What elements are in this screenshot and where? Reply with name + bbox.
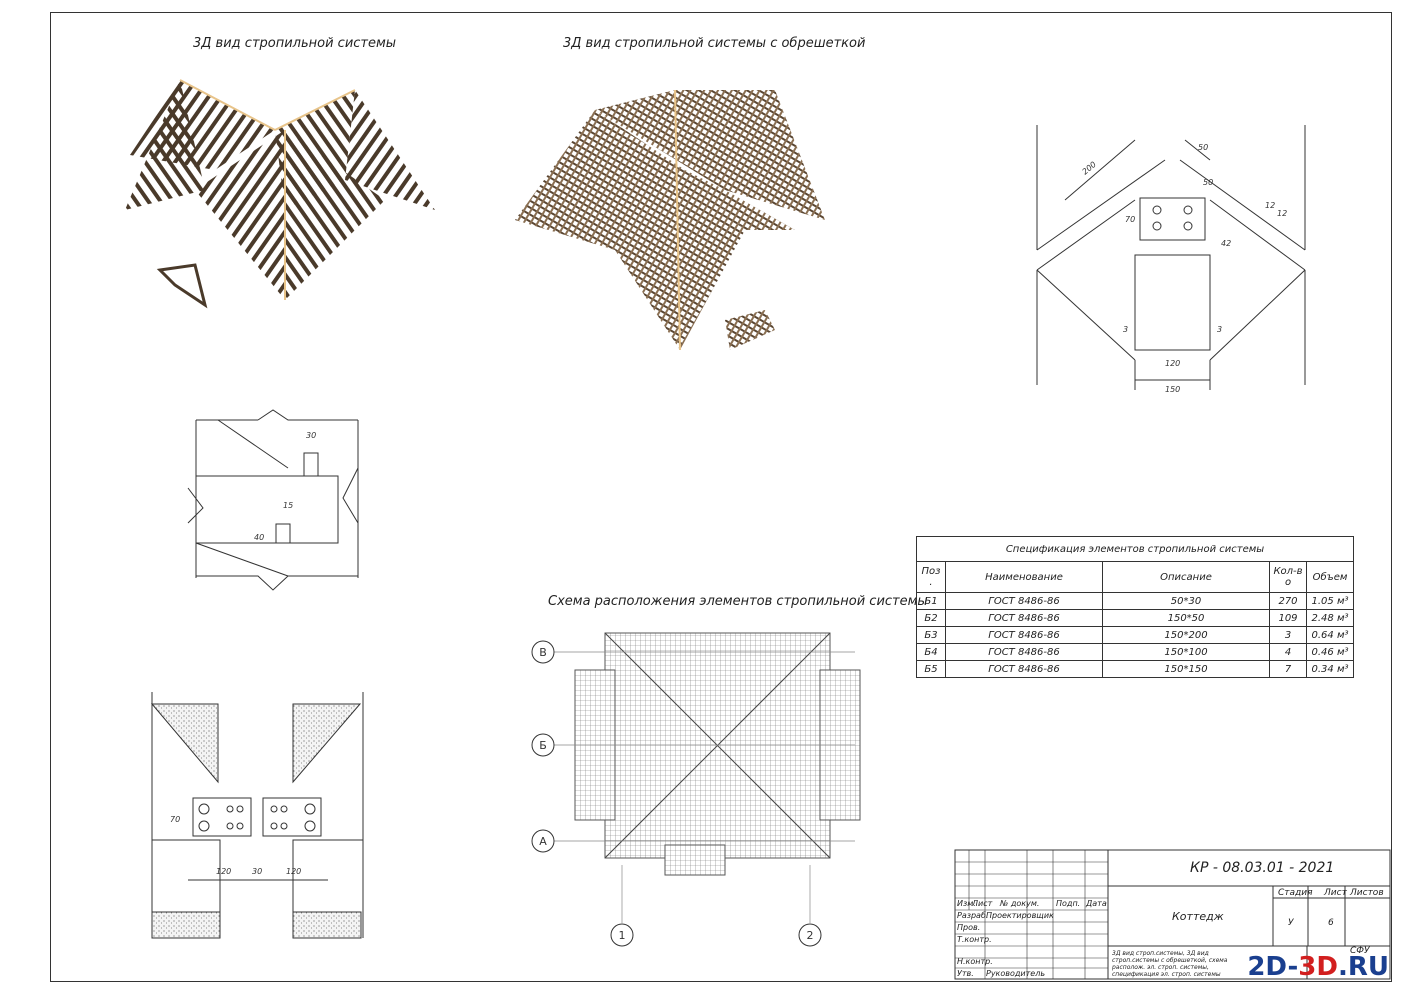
watermark-logo: 2D-3D.RU — [1247, 952, 1389, 982]
dim-50a: 50 — [1198, 143, 1208, 152]
cell-name: ГОСТ 8486-86 — [945, 626, 1103, 644]
spec-header-desc: Описание — [1102, 561, 1270, 593]
layout-scheme: В Б А 1 2 — [531, 632, 861, 947]
stamp-developer: Проектировщик — [986, 911, 1054, 920]
cell-vol: 1.05 м³ — [1306, 592, 1354, 610]
cell-qty: 7 — [1269, 660, 1307, 678]
cell-qty: 270 — [1269, 592, 1307, 610]
dim-120: 120 — [1165, 359, 1180, 368]
dim-42: 42 — [1221, 239, 1231, 248]
cell-desc: 150*100 — [1102, 643, 1270, 661]
dim-3a: 3 — [1123, 325, 1128, 334]
dim-70: 70 — [1125, 215, 1135, 224]
stamp-org: СФУ — [1350, 946, 1370, 956]
table-row: Б3 ГОСТ 8486-86 150*200 3 0.64 м³ — [916, 626, 1354, 644]
rafters-lath-3d-title: 3Д вид стропильной системы с обрешеткой — [563, 36, 866, 51]
stamp-sheet: 6 — [1328, 918, 1334, 928]
spec-title: Спецификация элементов стропильной систе… — [916, 536, 1354, 562]
table-row: Б2 ГОСТ 8486-86 150*50 109 2.48 м³ — [916, 609, 1354, 627]
cell-vol: 0.46 м³ — [1306, 643, 1354, 661]
stamp-col-izm: Изм. — [957, 899, 976, 908]
cell-qty: 4 — [1269, 643, 1307, 661]
cell-pos: Б5 — [916, 660, 946, 678]
table-row: Б1 ГОСТ 8486-86 50*30 270 1.05 м³ — [916, 592, 1354, 610]
dim-120a: 120 — [216, 867, 231, 876]
plate-detail: 70 120 30 120 — [150, 692, 364, 939]
node-detail: 30 15 40 — [187, 409, 359, 591]
axis-1: 1 — [619, 929, 626, 942]
stamp-role-ncontrol: Н.контр. — [957, 957, 993, 966]
dim-120b: 120 — [286, 867, 301, 876]
table-row: Б5 ГОСТ 8486-86 150*150 7 0.34 м³ — [916, 660, 1354, 678]
cell-name: ГОСТ 8486-86 — [945, 643, 1103, 661]
cell-vol: 0.64 м³ — [1306, 626, 1354, 644]
cell-desc: 150*150 — [1102, 660, 1270, 678]
stamp-stage: У — [1288, 918, 1294, 928]
stamp-role-dev: Разраб. — [957, 911, 989, 920]
dim-12b: 12 — [1277, 209, 1287, 218]
dim-15: 15 — [283, 501, 293, 510]
axis-2: 2 — [807, 929, 814, 942]
cell-pos: Б4 — [916, 643, 946, 661]
table-row: Б4 ГОСТ 8486-86 150*100 4 0.46 м³ — [916, 643, 1354, 661]
spec-table: Спецификация элементов стропильной систе… — [916, 536, 1354, 678]
rafters-3d-title: 3Д вид стропильной системы — [193, 36, 397, 51]
axis-v: В — [539, 646, 547, 659]
cell-vol: 2.48 м³ — [1306, 609, 1354, 627]
rafters-3d-view — [125, 79, 435, 309]
stamp-code: КР - 08.03.01 - 2021 — [1190, 860, 1335, 876]
stamp-col-date: Дата — [1086, 899, 1107, 908]
stamp-role-check: Пров. — [957, 923, 981, 932]
spec-header-name: Наименование — [945, 561, 1103, 593]
spec-header-qty: Кол-в о — [1269, 561, 1307, 593]
rafters-lath-3d-view — [515, 89, 825, 351]
cell-pos: Б2 — [916, 609, 946, 627]
cell-pos: Б3 — [916, 626, 946, 644]
cell-qty: 109 — [1269, 609, 1307, 627]
dim-40: 40 — [254, 533, 264, 542]
dim-70: 70 — [170, 815, 180, 824]
spec-header-pos: Поз . — [916, 561, 946, 593]
stamp-role-tcontrol: Т.контр. — [957, 935, 992, 944]
axis-a: А — [539, 835, 547, 848]
stamp-role-approve: Утв. — [957, 969, 974, 978]
stamp-sheet-label: Лист — [1324, 888, 1347, 898]
stamp-sheet-desc: 3Д вид строп.системы, 3Д вид строп.систе… — [1112, 950, 1228, 978]
dim-3b: 3 — [1217, 325, 1222, 334]
stamp-col-doc: № докум. — [1000, 899, 1040, 908]
stamp-object: Коттедж — [1172, 910, 1224, 923]
dim-12a: 12 — [1265, 201, 1275, 210]
dim-30: 30 — [252, 867, 262, 876]
cell-desc: 50*30 — [1102, 592, 1270, 610]
axis-b: Б — [539, 739, 547, 752]
cell-desc: 150*50 — [1102, 609, 1270, 627]
cell-name: ГОСТ 8486-86 — [945, 660, 1103, 678]
cell-qty: 3 — [1269, 626, 1307, 644]
stamp-head: Руководитель — [986, 969, 1046, 978]
dim-30: 30 — [306, 431, 316, 440]
stamp-sheets-label: Листов — [1350, 888, 1384, 898]
cell-desc: 150*200 — [1102, 626, 1270, 644]
cell-name: ГОСТ 8486-86 — [945, 609, 1103, 627]
ridge-detail: 200 50 50 70 42 12 12 3 3 120 150 — [1036, 125, 1306, 394]
dim-50b: 50 — [1203, 178, 1213, 187]
cell-name: ГОСТ 8486-86 — [945, 592, 1103, 610]
spec-header-vol: Объем — [1306, 561, 1354, 593]
stamp-stage-label: Стадия — [1278, 888, 1313, 898]
cell-vol: 0.34 м³ — [1306, 660, 1354, 678]
dim-150: 150 — [1165, 385, 1180, 394]
stamp-col-sign: Подп. — [1056, 899, 1081, 908]
stamp-col-list: Лист — [972, 899, 993, 908]
drawing-frame — [50, 12, 1392, 982]
cell-pos: Б1 — [916, 592, 946, 610]
title-block-grid — [954, 849, 1391, 980]
layout-scheme-title: Схема расположения элементов стропильной… — [548, 594, 928, 609]
